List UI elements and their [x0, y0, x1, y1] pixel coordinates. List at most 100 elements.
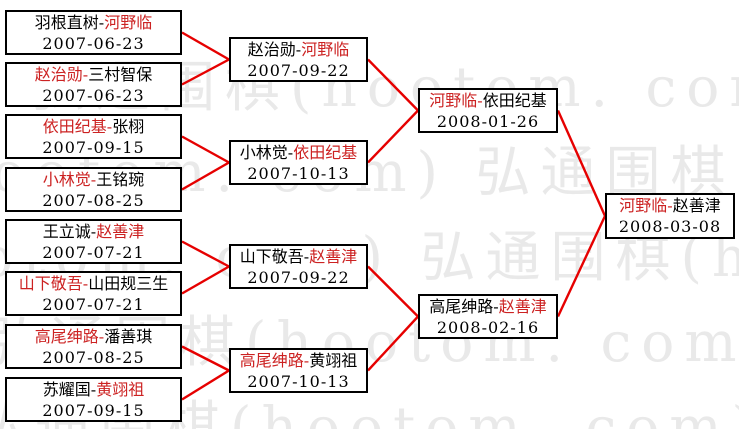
player-b-name: 黄翊祖 — [309, 350, 358, 370]
player-b-name: 潘善琪 — [104, 326, 153, 346]
player-separator: - — [98, 326, 105, 346]
player-separator: - — [106, 116, 113, 136]
match-players: 高尾绅路-黄翊祖 — [240, 350, 357, 371]
player-b-name: 依田纪基 — [293, 142, 358, 162]
connector-line — [556, 215, 607, 318]
match-date: 2007-09-15 — [42, 400, 145, 420]
player-b-name: 赵善津 — [96, 221, 145, 241]
player-a-name: 赵治勋 — [34, 64, 83, 84]
player-separator: - — [667, 196, 673, 215]
player-separator: - — [303, 246, 310, 266]
match-players: 山下敬吾-赵善津 — [240, 246, 357, 267]
player-a-name: 高尾绅路 — [429, 296, 494, 316]
connector-line — [181, 369, 230, 401]
connector-line — [181, 31, 230, 61]
connector-line — [367, 109, 419, 164]
connector-line — [181, 345, 230, 372]
player-a-name: 依田纪基 — [42, 116, 107, 136]
player-a-name: 赵治勋 — [247, 39, 296, 59]
player-separator: - — [82, 64, 89, 84]
player-a-name: 小林觉 — [42, 169, 91, 189]
player-separator: - — [98, 12, 105, 32]
match-players: 苏耀国-黄翊祖 — [43, 379, 144, 400]
player-a-name: 小林觉 — [239, 142, 288, 162]
match-players: 河野临-赵善津 — [619, 195, 720, 216]
connector-line — [556, 110, 607, 217]
player-b-name: 河野临 — [301, 39, 350, 59]
match-players: 高尾绅路-赵善津 — [429, 296, 546, 317]
match-players: 羽根直树-河野临 — [35, 12, 152, 33]
match-players: 赵治勋-河野临 — [248, 39, 349, 60]
match-players: 依田纪基-张栩 — [43, 116, 144, 137]
match-date: 2007-07-21 — [42, 294, 145, 314]
player-b-name: 赵善津 — [309, 246, 358, 266]
player-a-name: 高尾绅路 — [239, 350, 304, 370]
player-separator: - — [493, 296, 499, 316]
match-date: 2007-06-23 — [42, 33, 145, 53]
match-players: 河野临-依田纪基 — [429, 90, 546, 111]
connector-line — [181, 161, 230, 191]
player-a-name: 山下敬吾 — [239, 246, 304, 266]
player-a-name: 王立诚 — [42, 221, 91, 241]
match-players: 高尾绅路-潘善琪 — [35, 326, 152, 347]
player-b-name: 依田纪基 — [482, 90, 547, 110]
player-separator: - — [303, 350, 310, 370]
player-b-name: 赵善津 — [672, 196, 721, 215]
player-b-name: 三村智保 — [88, 64, 153, 84]
match-date: 2007-10-13 — [247, 163, 350, 183]
player-b-name: 黄翊祖 — [96, 379, 145, 399]
player-a-name: 苏耀国 — [42, 379, 91, 399]
player-separator: - — [287, 142, 294, 162]
player-separator: - — [82, 273, 89, 293]
player-b-name: 王铭琬 — [96, 169, 145, 189]
match-date: 2007-09-22 — [247, 267, 350, 287]
match-players: 小林觉-王铭琬 — [43, 169, 144, 190]
player-separator: - — [90, 169, 97, 189]
match-date: 2007-10-13 — [247, 371, 350, 391]
player-separator: - — [90, 221, 97, 241]
match-date: 2007-09-22 — [247, 60, 350, 80]
connector-line — [181, 240, 230, 268]
player-b-name: 张栩 — [112, 116, 145, 136]
player-separator: - — [90, 379, 97, 399]
connector-line — [367, 265, 419, 318]
player-separator: - — [477, 90, 483, 110]
player-b-name: 河野临 — [104, 12, 153, 32]
player-a-name: 河野临 — [619, 196, 668, 215]
player-a-name: 山下敬吾 — [18, 273, 83, 293]
connector-line — [181, 58, 230, 86]
player-a-name: 河野临 — [429, 90, 478, 110]
match-date: 2007-07-21 — [42, 242, 145, 262]
connector-line — [181, 135, 230, 164]
match-date: 2007-08-25 — [42, 347, 145, 367]
match-date: 2008-01-26 — [436, 111, 540, 131]
player-a-name: 高尾绅路 — [34, 326, 99, 346]
connector-line — [367, 58, 419, 112]
match-date: 2007-06-23 — [42, 85, 145, 105]
match-players: 小林觉-依田纪基 — [240, 142, 357, 163]
match-date: 2007-09-15 — [42, 137, 145, 157]
match-date: 2008-03-08 — [618, 217, 722, 236]
player-b-name: 山田规三生 — [88, 273, 169, 293]
match-players: 山下敬吾-山田规三生 — [19, 273, 168, 294]
connector-line — [181, 265, 230, 295]
player-b-name: 赵善津 — [498, 296, 547, 316]
player-separator: - — [295, 39, 302, 59]
